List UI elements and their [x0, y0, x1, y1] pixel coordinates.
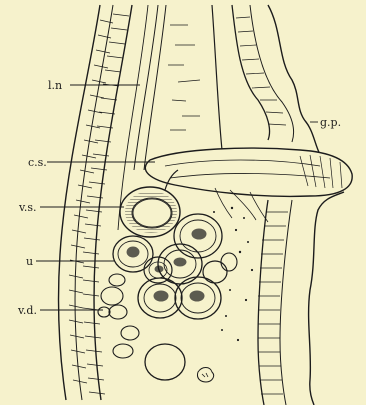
stipple	[213, 207, 253, 341]
label-ln: l.n	[48, 79, 62, 92]
label-cs: c.s.	[28, 156, 47, 169]
right-body-wall	[232, 5, 344, 405]
label-gp: g.p.	[320, 116, 341, 129]
central-canal	[168, 5, 222, 150]
longitudinal-nerve	[134, 5, 166, 170]
vas-deferens	[98, 274, 214, 382]
label-vs: v.s.	[18, 201, 37, 214]
label-vd: v.d.	[17, 304, 37, 317]
uterus-eggs	[113, 214, 237, 319]
label-u: u	[26, 255, 33, 268]
